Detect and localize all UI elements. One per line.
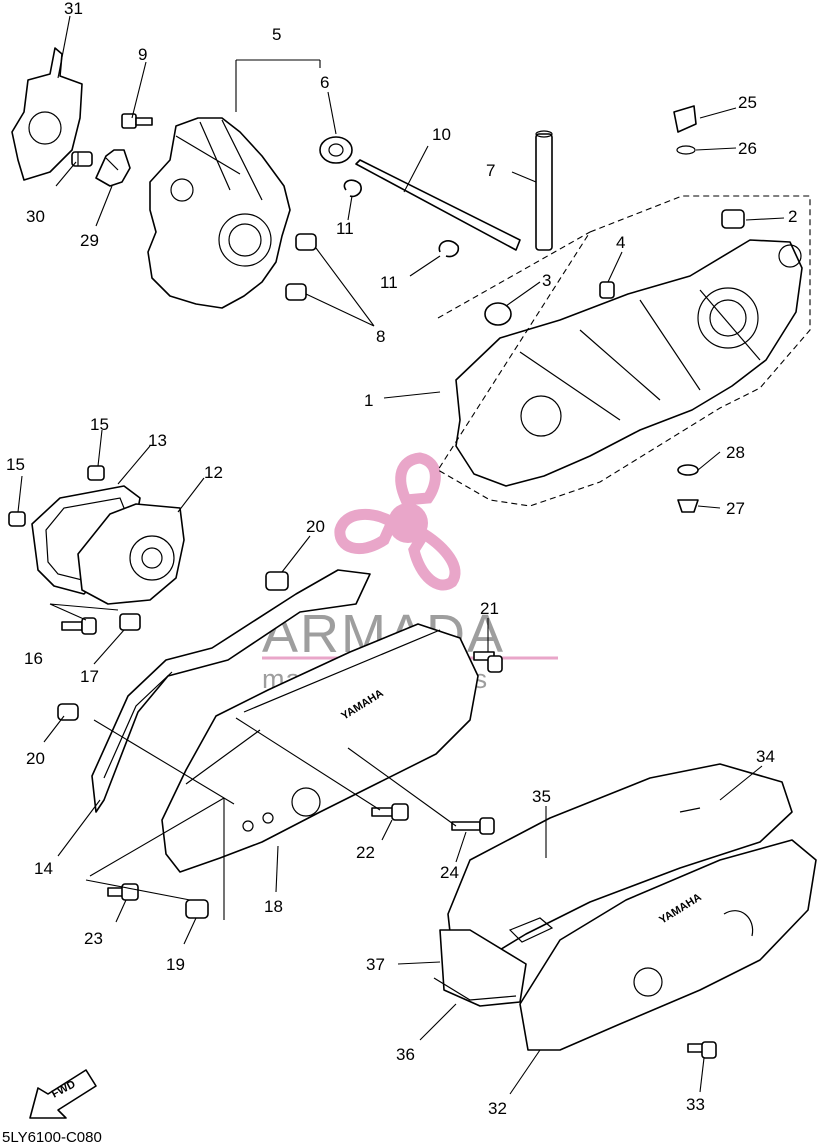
- part-7-pin: [535, 130, 553, 251]
- label-31: 31: [64, 0, 83, 18]
- part-29-bracket: [95, 149, 131, 187]
- part-32-outer-cover: YAMAHA: [519, 839, 817, 1051]
- label-24: 24: [440, 863, 459, 882]
- part-5-crankcase-left: [147, 117, 291, 309]
- label-7: 7: [486, 161, 495, 180]
- part-24-bolt: [451, 817, 495, 835]
- logo-hub: [388, 503, 428, 543]
- logo-blade-right: [408, 526, 461, 591]
- label-4: 4: [616, 233, 625, 252]
- label-37: 37: [366, 955, 385, 974]
- part-31-cover-plate: [11, 47, 83, 181]
- label-15-upper: 15: [90, 415, 109, 434]
- label-27: 27: [726, 499, 745, 518]
- part-10-shaft: [355, 159, 521, 251]
- part-27-bolt: [677, 499, 699, 513]
- label-29: 29: [80, 231, 99, 250]
- leader-lines: [17, 15, 785, 1095]
- label-10: 10: [432, 125, 451, 144]
- label-20-left: 20: [26, 749, 45, 768]
- fwd-arrow: FWD: [29, 1069, 97, 1119]
- label-19: 19: [166, 955, 185, 974]
- label-28: 28: [726, 443, 745, 462]
- part-3-bearing: [484, 302, 512, 326]
- label-8: 8: [376, 327, 385, 346]
- part-18-crankcase-cover: YAMAHA: [161, 623, 479, 873]
- logo-blade-left: [334, 508, 400, 555]
- part-23-bolt: [107, 883, 139, 901]
- right-crankcase-boundary: [437, 195, 811, 507]
- label-11-lower: 11: [380, 273, 398, 292]
- label-5: 5: [272, 25, 281, 44]
- label-6: 6: [320, 73, 329, 92]
- label-11-upper: 11: [336, 219, 354, 238]
- label-23: 23: [84, 929, 103, 948]
- diagram-code: 5LY6100-C080: [2, 1129, 102, 1145]
- part-labels: 31 5 9 6 10 25 26 7 30 29 11 2 4 11 3 8 …: [6, 0, 797, 1118]
- part-37-lower-panel: [439, 929, 527, 1007]
- label-36: 36: [396, 1045, 415, 1064]
- label-18: 18: [264, 897, 283, 916]
- part-15-pin-left: [8, 511, 26, 527]
- label-12: 12: [204, 463, 223, 482]
- part-14-gasket: [91, 569, 371, 813]
- label-21: 21: [480, 599, 499, 618]
- label-9: 9: [138, 45, 147, 64]
- label-17: 17: [80, 667, 99, 686]
- part-25-plug: [673, 105, 697, 133]
- part-9-bolt: [121, 113, 153, 129]
- label-20-upper: 20: [306, 517, 325, 536]
- part-12-cover: [77, 503, 185, 605]
- part-33-screw: [687, 1041, 717, 1059]
- label-3: 3: [542, 271, 551, 290]
- label-34: 34: [756, 747, 775, 766]
- part-11-circlip-upper: [343, 179, 362, 198]
- part-11-circlip-lower: [438, 240, 460, 258]
- label-30: 30: [26, 207, 45, 226]
- label-32: 32: [488, 1099, 507, 1118]
- label-13: 13: [148, 431, 167, 450]
- label-16: 16: [24, 649, 43, 668]
- label-26: 26: [738, 139, 757, 158]
- label-14: 14: [34, 859, 53, 878]
- part-21-bolt: [473, 651, 503, 673]
- part-17-bolt: [119, 613, 141, 631]
- label-1: 1: [364, 391, 373, 410]
- part-26-o-ring: [676, 145, 696, 155]
- part-20-dowel-left: [57, 703, 79, 721]
- part-16-bolt: [61, 617, 97, 635]
- part-30-bolt: [71, 151, 93, 167]
- part-19-dowel: [185, 899, 209, 919]
- label-2: 2: [788, 207, 797, 226]
- label-15-left: 15: [6, 455, 25, 474]
- part-1-crankcase-right: [455, 239, 803, 487]
- part-15-pin-upper: [87, 465, 105, 481]
- watermark-logo: [334, 452, 461, 591]
- label-33: 33: [686, 1095, 705, 1114]
- logo-blade-top: [395, 452, 441, 506]
- part-36-seal: [433, 977, 517, 1001]
- part-20-dowel-upper: [265, 571, 289, 591]
- part-28-washer: [677, 464, 699, 476]
- label-22: 22: [356, 843, 375, 862]
- label-35: 35: [532, 787, 551, 806]
- part-22-bolt: [371, 803, 409, 821]
- part-6-bearing: [319, 136, 353, 164]
- part-8-dowels: [285, 233, 317, 301]
- label-25: 25: [738, 93, 757, 112]
- part-4-bolt: [599, 281, 615, 299]
- part-2-dowel: [721, 209, 745, 229]
